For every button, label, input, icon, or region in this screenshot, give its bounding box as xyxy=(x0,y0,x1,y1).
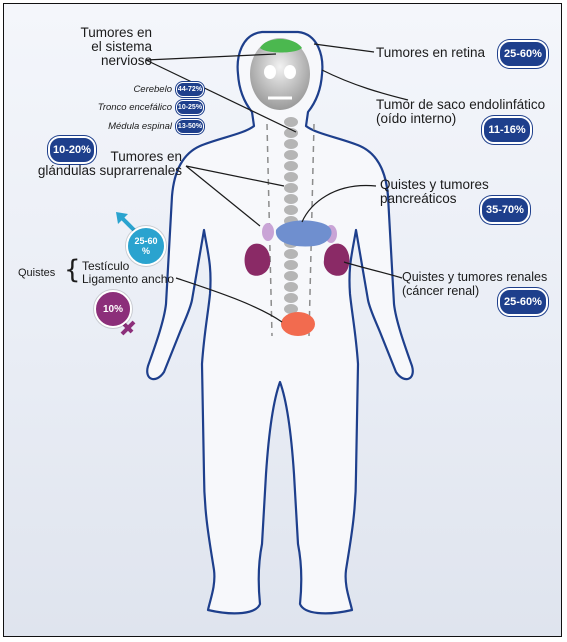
vertebra xyxy=(284,271,298,281)
label-quistes: Quistes xyxy=(18,266,55,280)
badge-cerebelo: 44-72% xyxy=(176,82,204,97)
vertebra xyxy=(284,260,298,270)
vertebra xyxy=(284,282,298,292)
vertebra xyxy=(284,293,298,303)
adrenal-left xyxy=(262,223,274,241)
reproductive-organ xyxy=(281,312,315,336)
label-medula: Médula espinal xyxy=(64,121,172,132)
label-ligamento: Ligamento ancho xyxy=(82,272,174,286)
vertebra xyxy=(284,117,298,127)
badge-medula: 13-50% xyxy=(176,119,204,134)
vertebra xyxy=(284,249,298,259)
badge-testiculo: 25-60 % xyxy=(126,226,166,266)
vertebra xyxy=(284,194,298,204)
brace: { xyxy=(64,257,81,283)
vertebra xyxy=(284,205,298,215)
label-cerebelo: Cerebelo xyxy=(64,84,172,95)
vertebra xyxy=(284,172,298,182)
vertebra xyxy=(284,183,298,193)
label-pancreas: Quistes y tumores pancreáticos xyxy=(380,178,489,206)
badge-ligamento: 10% xyxy=(94,290,132,328)
label-nervous-system: Tumores en el sistema nervioso xyxy=(64,26,152,68)
pancreas xyxy=(276,220,332,246)
badge-renal: 25-60% xyxy=(498,288,548,316)
vertebra xyxy=(284,150,298,160)
label-testiculo: Testículo xyxy=(82,259,129,273)
badge-retina: 25-60% xyxy=(498,40,548,68)
diagram-frame: Tumores en el sistema nervioso Cerebelo … xyxy=(3,3,562,637)
label-retina: Tumores en retina xyxy=(376,46,485,60)
label-adrenal: Tumores en glándulas suprarrenales xyxy=(12,150,182,178)
vertebra xyxy=(284,139,298,149)
label-tronco: Tronco encefálico xyxy=(64,102,172,113)
badge-tronco: 10-25% xyxy=(176,100,204,115)
vertebra xyxy=(284,161,298,171)
badge-saco: 11-16% xyxy=(482,116,532,144)
badge-pancreas: 35-70% xyxy=(480,196,530,224)
